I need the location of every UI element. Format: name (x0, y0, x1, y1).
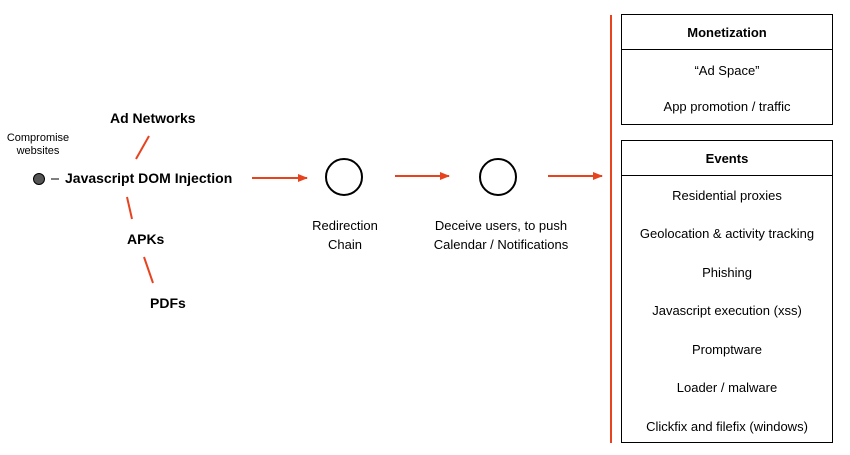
redirection-label: Redirection Chain (312, 216, 378, 254)
link-pdfs (143, 256, 154, 284)
event-item-loader-malware: Loader / malware (676, 380, 778, 396)
redirection-label-line1: Redirection (312, 218, 378, 233)
event-item-residential-proxies: Residential proxies (672, 187, 782, 203)
monetization-title: Monetization (622, 15, 832, 50)
ad-networks-label: Ad Networks (110, 110, 196, 126)
monetization-item-app-promotion: App promotion / traffic (663, 98, 791, 114)
redirection-label-line2: Chain (328, 237, 362, 252)
pdfs-label: PDFs (150, 295, 186, 311)
redirection-node (325, 158, 363, 196)
deceive-label: Deceive users, to push Calendar / Notifi… (434, 216, 568, 254)
event-item-clickfix-filefix: Clickfix and filefix (windows) (646, 418, 808, 434)
apks-label: APKs (127, 231, 165, 247)
compromise-label-line2: websites (16, 145, 60, 158)
compromise-label-line1: Compromise (6, 132, 70, 144)
deceive-label-line2: Calendar / Notifications (433, 237, 569, 252)
monetization-item-ad-space: “Ad Space” (694, 62, 760, 78)
main-source-label: Javascript DOM Injection (65, 170, 233, 186)
source-dot (33, 173, 45, 185)
event-item-promptware: Promptware (691, 341, 763, 357)
deceive-node (479, 158, 517, 196)
deceive-label-line1: Deceive users, to push (434, 218, 568, 233)
compromise-websites-label: Compromise websites (7, 132, 69, 158)
events-panel: Events Residential proxies Geolocation &… (621, 140, 833, 443)
event-item-geolocation-tracking: Geolocation & activity tracking (639, 226, 815, 242)
events-title: Events (622, 141, 832, 176)
event-item-javascript-execution: Javascript execution (xss) (652, 303, 802, 319)
monetization-panel: Monetization “Ad Space” App promotion / … (621, 14, 833, 125)
link-apks (126, 196, 133, 220)
link-ad-networks (135, 135, 150, 160)
event-item-phishing: Phishing (702, 264, 752, 280)
